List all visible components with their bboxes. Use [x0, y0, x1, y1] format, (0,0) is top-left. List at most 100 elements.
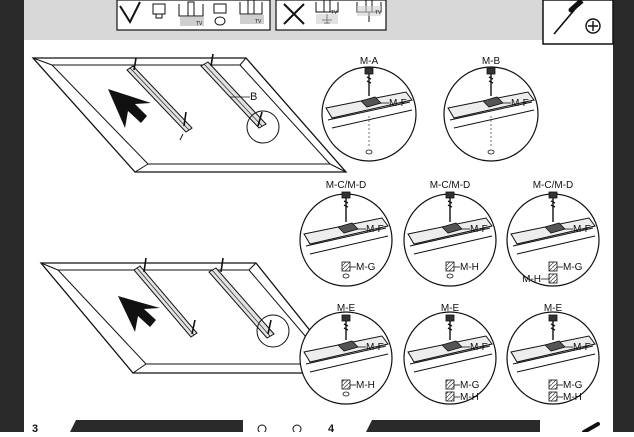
hole-marker [342, 273, 350, 279]
spacer [445, 379, 455, 390]
washer-label: M-F [573, 224, 591, 235]
screw-head [341, 191, 351, 199]
washer-label: M-F [470, 342, 488, 353]
screw-label: M-C/M-D [533, 180, 574, 191]
screw-shaft [447, 198, 453, 222]
washer-label: M-F [366, 224, 384, 235]
screw-label: M-C/M-D [430, 180, 471, 191]
hole-marker [342, 391, 350, 397]
screw-label: M-E [544, 303, 563, 314]
spacer [445, 261, 455, 272]
screw-marks-bottom [143, 257, 272, 335]
rail-edge [449, 101, 535, 129]
cross-icon [283, 3, 305, 25]
screw-spacer-icon [152, 3, 166, 19]
screw-head [548, 191, 558, 199]
screw-label: M-A [360, 56, 379, 67]
detail-circle: M-C/M-DM-FM-G [299, 180, 393, 287]
tool-icon-footer [582, 422, 600, 434]
long-screw-icon [315, 0, 339, 24]
mini-tv-label-1: TV [196, 21, 203, 27]
detail-circle: M-C/M-D M-F M-G M-H [506, 180, 600, 287]
tool-box [542, 0, 614, 45]
screw-shaft [488, 74, 494, 96]
spacer [445, 391, 455, 402]
screw-label: M-C/M-D [326, 180, 367, 191]
hole-marker [446, 273, 454, 279]
spacer [548, 261, 558, 272]
rail-edge [512, 345, 596, 373]
mini-tv-label-3: TV [331, 10, 338, 16]
detail-circle: M-C/M-D M-F M-H [403, 180, 497, 287]
spacer-label: M-H [460, 392, 479, 403]
approved-hardware-box: TV TV [116, 0, 271, 31]
screw-label: M-B [482, 56, 501, 67]
screw-shaft [343, 198, 349, 222]
screw-label: M-E [441, 303, 460, 314]
rail-edge [409, 227, 493, 255]
rail-edge [305, 227, 389, 255]
long-screw-icon-2 [356, 0, 382, 22]
bracket-screw-icon-2 [239, 0, 264, 24]
tv-top: B [31, 53, 348, 173]
bracket-screw-icon [178, 1, 204, 26]
detail-circle: M-E M-F M-GM-H [506, 303, 600, 405]
step-number-right: 4 [328, 423, 335, 432]
tv-top-label-b: B [250, 91, 257, 103]
rail-edge [409, 345, 493, 373]
screw-shaft [550, 321, 556, 340]
spacer-label: M-H [460, 262, 479, 273]
detail-circle-outline [299, 311, 393, 405]
screw-label: M-E [337, 303, 356, 314]
washer-label: M-F [389, 98, 407, 109]
mini-tv-label-2: TV [255, 19, 262, 25]
detail-circle-outline [506, 311, 600, 405]
spacer-label: M-H [563, 392, 582, 403]
step-number-left: 3 [32, 423, 38, 432]
screw-shaft [447, 321, 453, 340]
screw-shaft [550, 198, 556, 222]
hole-marker [487, 149, 495, 155]
detail-circle: M-EM-FM-H [299, 303, 393, 405]
washer-label: M-F [573, 342, 591, 353]
washer-label: M-F [470, 224, 488, 235]
rail-edge [512, 227, 596, 255]
detail-circle-outline [321, 66, 417, 162]
spacer [341, 379, 351, 390]
detail-views: M-AM-FM-BM-FM-C/M-DM-FM-GM-C/M-DM-FM-HM-… [299, 56, 600, 405]
checkmark-icon [119, 1, 141, 25]
screw-head [548, 314, 558, 322]
spacer [548, 379, 558, 390]
detail-circle: M-EM-FM-GM-H [403, 303, 497, 405]
screw-marks-top [133, 53, 263, 127]
mini-tv-label-4: TV [375, 10, 382, 16]
spacer-label: M-H [522, 274, 541, 285]
screw-head [364, 67, 374, 75]
arrow-up-icon [108, 89, 151, 128]
detail-circle-outline [443, 66, 539, 162]
prohibited-hardware-box: TV TV [275, 0, 387, 31]
spacer-label: M-G [563, 262, 583, 273]
screw-head [341, 314, 351, 322]
washer-label: M-F [366, 342, 384, 353]
arrow-up-icon-2 [118, 296, 160, 332]
screw-head [445, 314, 455, 322]
screw-shaft [343, 321, 349, 340]
screw-shaft [366, 74, 372, 96]
detail-circle: M-A M-F [321, 56, 417, 162]
spacer [548, 273, 558, 284]
washer-stack-icon [213, 3, 227, 26]
screw-head [445, 191, 455, 199]
washer-label: M-F [511, 98, 529, 109]
detail-circle-outline [403, 311, 497, 405]
spacer-label: M-G [563, 380, 583, 391]
rail-edge [305, 345, 389, 373]
spacer [548, 391, 558, 402]
footer-strip: 3 4 [24, 420, 613, 435]
spacer [341, 261, 351, 272]
phillips-head-icon [585, 18, 601, 34]
rail-edge [327, 101, 413, 129]
screw-head [486, 67, 496, 75]
